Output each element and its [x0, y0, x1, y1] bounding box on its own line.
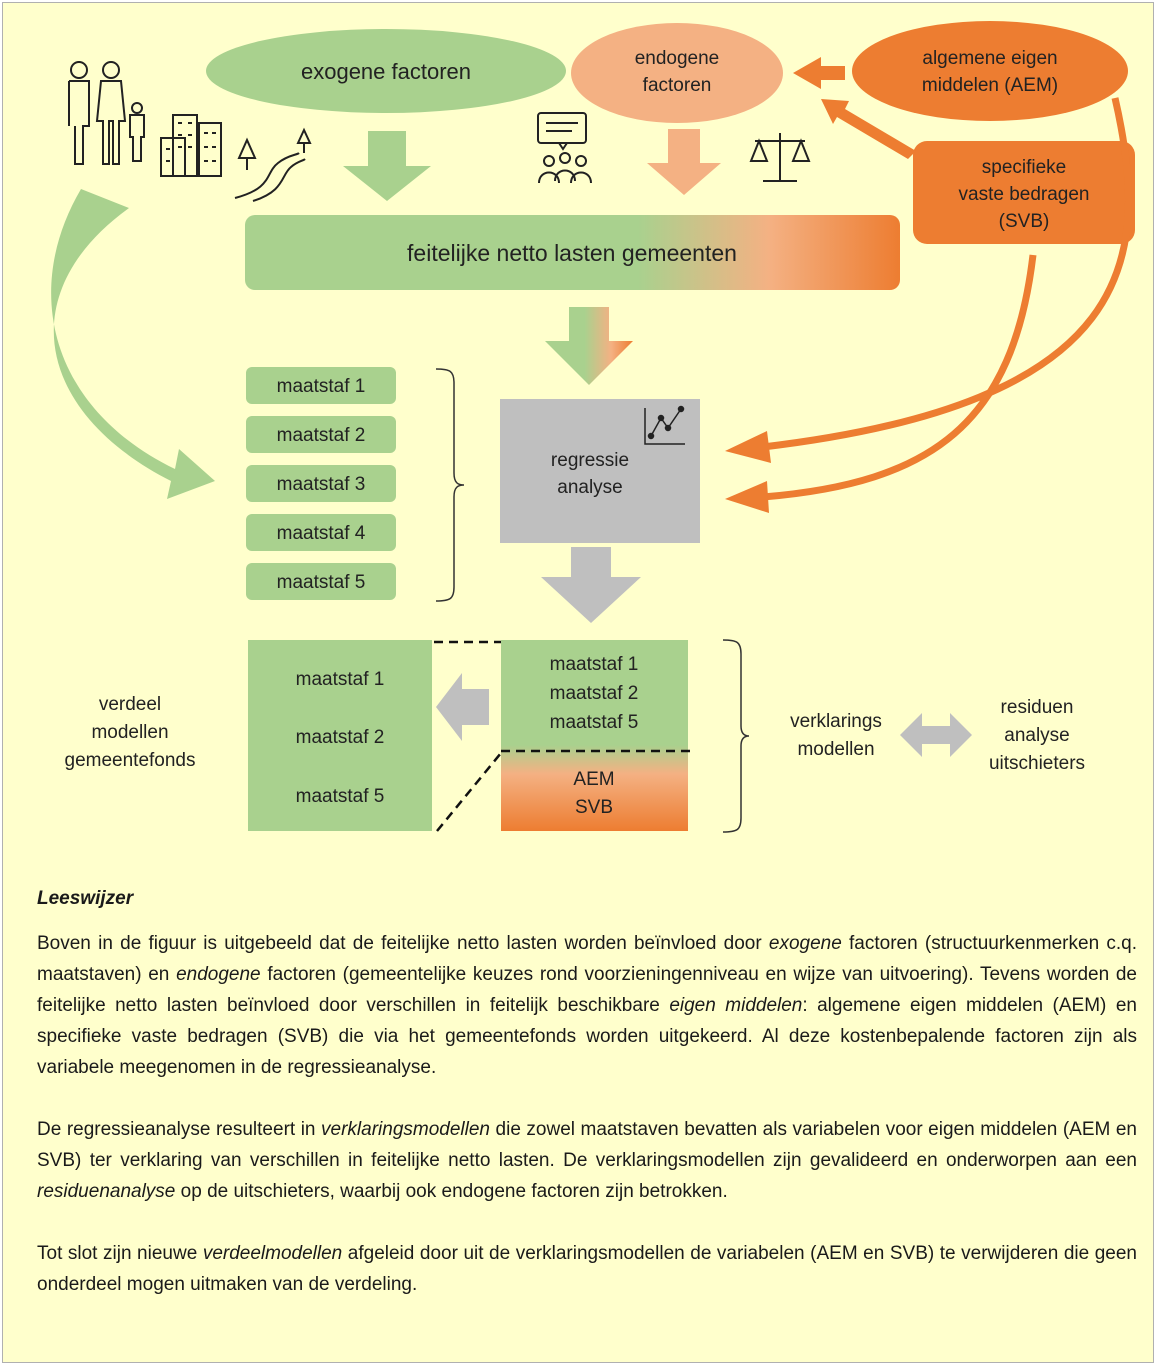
endogene-ellipse: [571, 23, 783, 123]
endogene-label-1: endogene: [635, 48, 720, 69]
maatstaf-label: maatstaf 5: [277, 572, 366, 593]
road-trees-icon: [234, 127, 312, 202]
maatstaf-label: maatstaf 2: [277, 425, 366, 446]
regressie-label-2: analyse: [557, 477, 623, 498]
flow-diagram: exogene factoren endogene factoren algem…: [51, 21, 1135, 833]
maatstaf-box: [246, 514, 396, 551]
reading-guide: Leeswijzer Boven in de figuur is uitgebe…: [37, 883, 1137, 1331]
buildings-icon: [160, 114, 222, 177]
maatstaf-label: maatstaf 4: [277, 523, 366, 544]
arrow-regressie-down: [541, 547, 641, 623]
arrow-svb-to-endogene: [821, 99, 916, 159]
arrow-netto-to-regressie: [545, 307, 633, 385]
arrowhead-aem: [725, 431, 771, 463]
reading-guide-paragraph-3: Tot slot zijn nieuwe verdeelmodellen afg…: [37, 1243, 1138, 1295]
arrowhead-svb: [725, 481, 769, 513]
reading-guide-title: Leeswijzer: [37, 888, 134, 909]
arrow-endogene-down: [647, 129, 721, 195]
dashed-connector: [434, 640, 693, 832]
verklaring-maatstaf-5: maatstaf 5: [550, 712, 639, 733]
verdeel-label-2: modellen: [91, 722, 168, 743]
verdeel-maatstaf-1: maatstaf 1: [296, 669, 385, 690]
residuen-label-1: residuen: [1001, 697, 1074, 718]
svb-box: [913, 141, 1135, 244]
verdeel-maatstaf-5: maatstaf 5: [296, 786, 385, 807]
aem-label-2: middelen (AEM): [922, 75, 1058, 96]
double-arrow: [900, 713, 972, 757]
aem-label-1: algemene eigen: [922, 48, 1057, 69]
netto-lasten-bar: [245, 215, 900, 290]
exogene-ellipse: [206, 29, 566, 113]
verklarings-label-1: verklarings: [790, 711, 882, 732]
verdeel-box: [248, 640, 432, 831]
regressie-box: [500, 399, 700, 543]
maatstaf-label: maatstaf 3: [277, 474, 366, 495]
reading-guide-paragraph-1: Boven in de figuur is uitgebeeld dat de …: [37, 933, 1138, 1078]
meeting-icon: [537, 112, 592, 184]
maatstaf-list: maatstaf 1 maatstaf 2 maatstaf 3 maatstaf 4…: [246, 367, 396, 600]
maatstaf-box: [246, 416, 396, 453]
arrow-verklaring-to-verdeel: [436, 673, 489, 741]
arrow-aem-to-endogene: [793, 57, 845, 89]
maatstaf-box: [246, 367, 396, 404]
verklaring-maatstaf-1: maatstaf 1: [550, 654, 639, 675]
svb-label-2: vaste bedragen: [959, 184, 1090, 205]
maatstaf-box: [246, 465, 396, 502]
verdeel-label-3: gemeentefonds: [65, 750, 196, 771]
scales-icon: [749, 133, 811, 182]
verklarings-label-2: modellen: [797, 739, 874, 760]
svb-label-1: specifieke: [982, 157, 1067, 178]
curve-aem-to-regressie: [762, 97, 1133, 451]
aem-label-bottom: AEM: [573, 769, 614, 790]
exogene-label: exogene factoren: [301, 59, 471, 84]
aem-ellipse: [852, 21, 1128, 121]
curved-arrow-exogene: [51, 189, 215, 499]
verdeel-label-1: verdeel: [99, 694, 161, 715]
curve-svb-to-regressie: [762, 254, 1037, 501]
netto-lasten-label: feitelijke netto lasten gemeenten: [407, 240, 737, 266]
arrow-exogene-down: [343, 131, 431, 201]
residuen-label-2: analyse: [1004, 725, 1070, 746]
verklaring-maatstaf-2: maatstaf 2: [550, 683, 639, 704]
reading-guide-paragraph-2: De regressieanalyse resulteert in verkla…: [37, 1119, 1137, 1202]
regressie-label-1: regressie: [551, 450, 629, 471]
maatstaf-label: maatstaf 1: [277, 376, 366, 397]
maatstaf-bracket: [435, 368, 465, 602]
maatstaf-box: [246, 563, 396, 600]
verklarings-bracket: [722, 639, 750, 833]
svb-label-bottom: SVB: [575, 797, 613, 818]
verklarings-box: [501, 640, 688, 831]
svb-label-3: (SVB): [999, 211, 1050, 232]
residuen-label-3: uitschieters: [989, 753, 1085, 774]
chart-icon: [644, 405, 685, 445]
endogene-label-2: factoren: [643, 75, 712, 96]
verdeel-maatstaf-2: maatstaf 2: [296, 727, 385, 748]
family-icon: [68, 61, 145, 165]
